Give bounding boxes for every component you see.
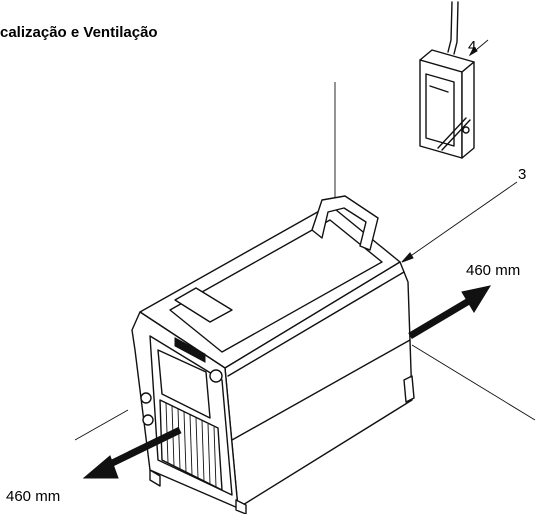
box-panel <box>425 73 455 147</box>
callout-3: 3 <box>518 166 527 183</box>
leaders <box>401 39 518 263</box>
floor-wall-line-right <box>411 344 536 421</box>
front-panel <box>149 335 233 496</box>
welding-machine <box>131 195 415 515</box>
connector-2 <box>142 414 154 426</box>
box-slot <box>429 85 449 93</box>
rear-fitting <box>403 375 415 403</box>
leader-3 <box>401 181 518 263</box>
clearance-arrows <box>82 285 492 479</box>
box-lever <box>437 117 471 151</box>
foot-front <box>149 469 161 487</box>
dimension-right: 460 mm <box>466 262 521 279</box>
box-side <box>461 61 475 159</box>
rear-handle <box>311 195 379 251</box>
vent-grille <box>159 399 223 491</box>
arrow-left-shaft <box>100 426 182 472</box>
front-knob <box>209 369 223 383</box>
arrow-right-head <box>461 285 492 313</box>
callout-4: 4 <box>468 38 477 55</box>
front-display <box>157 349 211 419</box>
page-title: calização e Ventilação <box>0 24 158 41</box>
box-cable-2 <box>453 1 459 55</box>
front-handle <box>174 287 233 323</box>
arrow-right-shaft <box>408 294 476 340</box>
wall-box <box>419 1 475 159</box>
floor-wall-line-left <box>74 409 129 441</box>
dimension-left: 460 mm <box>6 488 61 505</box>
side-edge <box>227 271 405 377</box>
box-cable <box>447 1 453 53</box>
leader-4-head <box>468 46 478 57</box>
connector-1 <box>140 392 152 404</box>
box-screw <box>462 126 470 134</box>
arrow-left-head <box>82 455 119 479</box>
machine-top-panel <box>169 219 383 353</box>
leader-3-head <box>401 252 414 263</box>
side-seam <box>231 339 411 441</box>
front-label-strip <box>174 337 206 363</box>
room-lines <box>74 82 536 441</box>
